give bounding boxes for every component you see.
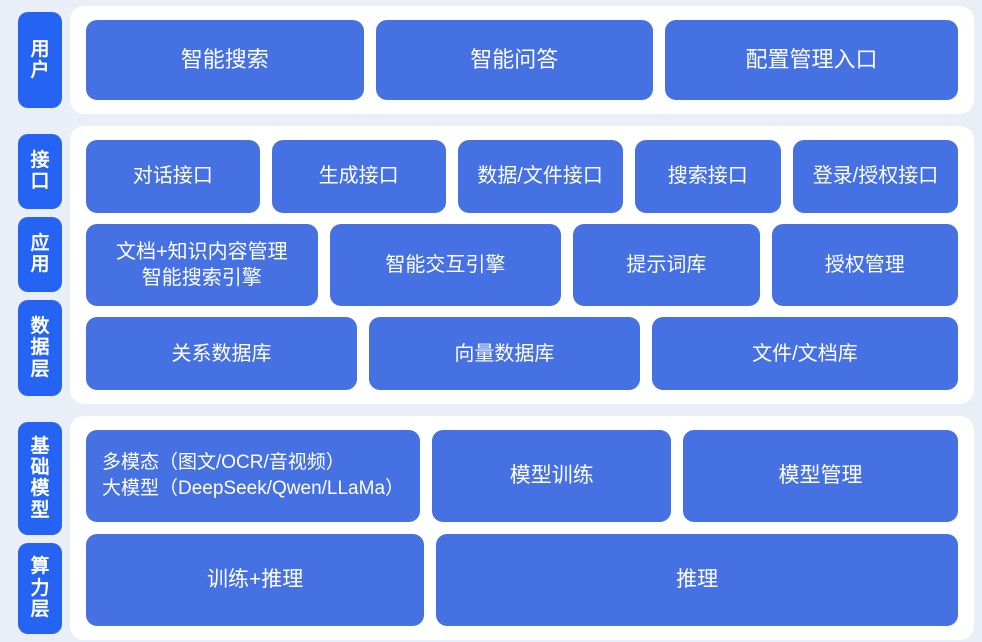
module-card[interactable]: 智能交互引擎	[329, 223, 562, 307]
layer-label-column-user: 用户	[0, 6, 70, 114]
panel-mid: 对话接口生成接口数据/文件接口搜索接口登录/授权接口文档+知识内容管理 智能搜索…	[70, 126, 974, 404]
module-card[interactable]: 对话接口	[86, 140, 260, 213]
section-base: 基础模型算力层多模态（图文/OCR/音视频） 大模型（DeepSeek/Qwen…	[0, 416, 974, 640]
row-data: 关系数据库向量数据库文件/文档库	[86, 317, 958, 391]
section-user: 用户智能搜索智能问答配置管理入口	[0, 6, 974, 114]
module-card[interactable]: 推理	[436, 534, 958, 626]
row-compute: 训练+推理推理	[86, 534, 958, 626]
module-card[interactable]: 搜索接口	[634, 140, 781, 213]
panel-base: 多模态（图文/OCR/音视频） 大模型（DeepSeek/Qwen/LLaMa）…	[70, 416, 974, 640]
layer-label-chip: 算力层	[18, 542, 62, 635]
module-card[interactable]: 数据/文件接口	[457, 140, 623, 213]
module-card[interactable]: 模型管理	[683, 430, 958, 522]
panel-user: 智能搜索智能问答配置管理入口	[70, 6, 974, 114]
module-card[interactable]: 文档+知识内容管理 智能搜索引擎	[86, 223, 318, 307]
module-card[interactable]: 关系数据库	[86, 317, 357, 391]
layer-label-chip: 基础模型	[18, 422, 62, 535]
module-card[interactable]: 提示词库	[573, 223, 760, 307]
row-interface: 对话接口生成接口数据/文件接口搜索接口登录/授权接口	[86, 140, 959, 213]
layer-label-column-base: 基础模型算力层	[0, 416, 70, 640]
layer-label-chip: 应用	[18, 216, 62, 292]
module-card[interactable]: 文件/文档库	[651, 317, 958, 391]
module-card[interactable]: 配置管理入口	[665, 20, 958, 100]
module-card[interactable]: 登录/授权接口	[792, 140, 959, 213]
module-card[interactable]: 智能问答	[375, 20, 654, 100]
layer-label-chip: 接口	[18, 134, 62, 209]
row-application: 文档+知识内容管理 智能搜索引擎智能交互引擎提示词库授权管理	[86, 223, 958, 307]
section-mid: 接口应用数据层对话接口生成接口数据/文件接口搜索接口登录/授权接口文档+知识内容…	[0, 126, 974, 404]
module-card[interactable]: 智能搜索	[86, 20, 364, 100]
layer-label-column-mid: 接口应用数据层	[0, 126, 70, 404]
module-card[interactable]: 训练+推理	[86, 534, 425, 626]
module-card[interactable]: 向量数据库	[368, 317, 640, 391]
module-card[interactable]: 生成接口	[271, 140, 446, 213]
layer-label-chip: 用户	[18, 12, 62, 108]
module-card[interactable]: 多模态（图文/OCR/音视频） 大模型（DeepSeek/Qwen/LLaMa）	[86, 430, 421, 522]
module-card[interactable]: 模型训练	[432, 430, 671, 522]
layer-label-chip: 数据层	[18, 299, 62, 396]
row-user-entries: 智能搜索智能问答配置管理入口	[86, 20, 958, 100]
row-models: 多模态（图文/OCR/音视频） 大模型（DeepSeek/Qwen/LLaMa）…	[86, 430, 958, 522]
module-card[interactable]: 授权管理	[771, 223, 958, 307]
